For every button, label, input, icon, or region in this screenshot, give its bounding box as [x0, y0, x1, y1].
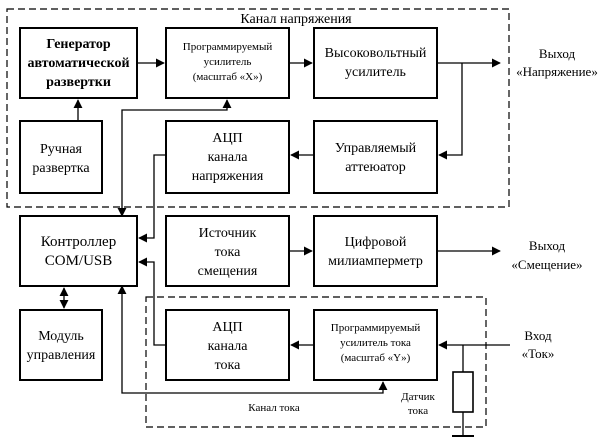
hv-amp-line-1: Высоковольтный: [325, 46, 427, 61]
control-module-line-1: Модуль: [38, 329, 84, 344]
prog-amp-x-line-1: Программируемый: [183, 41, 273, 53]
control-module-line-2: управления: [27, 348, 96, 363]
prog-amp-y-line-1: Программируемый: [331, 322, 421, 334]
prog-amp-x-line-2: усилитель: [204, 56, 252, 68]
out-bias-label-2: «Смещение»: [511, 257, 582, 272]
sweep-generator-line-2: автоматической: [27, 56, 129, 71]
sweep-generator-line-1: Генератор: [46, 37, 110, 52]
controller-line-2: COM/USB: [45, 253, 113, 269]
adc-current-line-3: тока: [215, 358, 242, 373]
out-bias-label-1: Выход: [529, 238, 566, 253]
voltage-channel-region: [6, 8, 510, 208]
current-sensor-label-2: тока: [408, 405, 428, 417]
bias-source-line-2: тока: [215, 245, 242, 260]
bias-source-line-3: смещения: [198, 264, 258, 279]
current-sensor-label-1: Датчик: [401, 391, 435, 403]
adc-voltage-line-2: канала: [208, 150, 249, 165]
controller-block: [19, 215, 138, 287]
prog-amp-y-line-2: усилитель тока: [340, 337, 411, 349]
adc-current-line-2: канала: [208, 339, 249, 354]
digital-ammeter-line-2: милиамперметр: [328, 254, 423, 269]
out-voltage-label-2: «Напряжение»: [516, 64, 598, 79]
sweep-generator-line-3: развертки: [46, 75, 111, 90]
out-voltage-label-1: Выход: [539, 46, 576, 61]
adc-current-line-1: АЦП: [212, 320, 242, 335]
prog-amp-x-block: [165, 27, 290, 99]
bias-source-line-1: Источник: [199, 226, 257, 241]
hv-amp-line-2: усилитель: [345, 65, 406, 80]
wire-adc-v-to-controller: [138, 154, 166, 243]
controller-line-1: Контроллер: [41, 234, 116, 250]
prog-amp-x-line-3: (масштаб «X»): [193, 71, 263, 83]
adc-voltage-line-3: напряжения: [192, 169, 264, 184]
adc-voltage-line-1: АЦП: [212, 131, 242, 146]
current-sensor-resistor: [452, 371, 474, 413]
in-current-label-2: «Ток»: [522, 346, 555, 361]
wire-hv-to-attenuator: [438, 63, 463, 160]
voltage-channel-label: Канал напряжения: [240, 12, 352, 27]
hv-amp-block: [313, 27, 438, 99]
attenuator-block: [313, 120, 438, 194]
current-channel-label: Канал тока: [248, 402, 300, 414]
prog-amp-y-line-3: (масштаб «Y»): [341, 352, 411, 364]
manual-sweep-block: [19, 120, 103, 194]
digital-ammeter-block: [313, 215, 438, 287]
manual-sweep-line-1: Ручная: [40, 142, 83, 157]
in-current-label-1: Вход: [524, 328, 552, 343]
attenuator-line-2: аттеюатор: [345, 160, 406, 175]
control-module-block: [19, 309, 103, 381]
wire-adc-i-to-controller: [138, 257, 166, 346]
wire-controller-to-amp-x: [117, 99, 232, 217]
wire-controller-to-amp-y: [117, 285, 388, 394]
manual-sweep-line-2: развертка: [32, 161, 90, 176]
digital-ammeter-line-1: Цифровой: [345, 235, 407, 250]
bias-source-block: [165, 215, 290, 287]
attenuator-line-1: Управляемый: [335, 141, 417, 156]
